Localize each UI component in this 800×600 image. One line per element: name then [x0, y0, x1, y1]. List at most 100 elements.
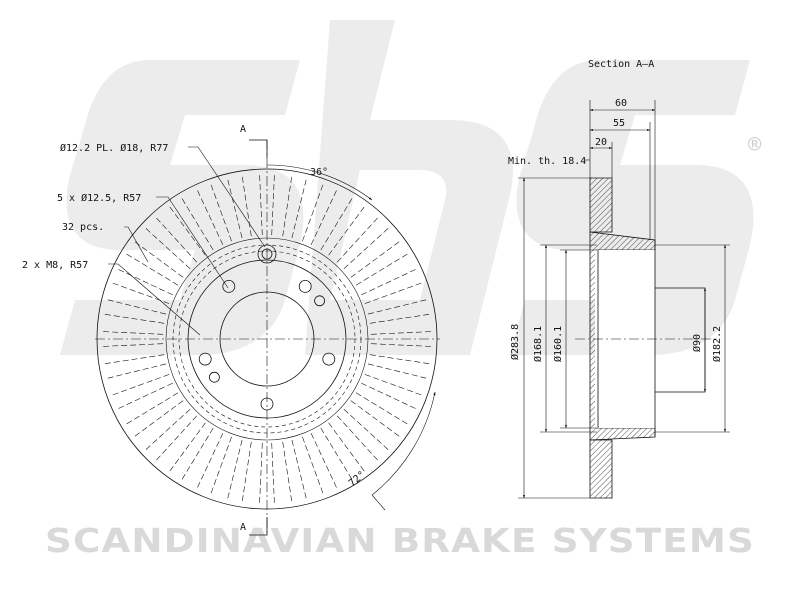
vane-line	[369, 354, 430, 364]
vane-line	[227, 439, 243, 499]
vane-line	[282, 441, 292, 502]
dim-55: 55	[613, 118, 625, 129]
registered-mark: ®	[748, 133, 762, 158]
dim-182: Ø182.2	[711, 326, 723, 362]
vane-line	[291, 179, 307, 239]
min-thickness: Min. th. 18.4	[508, 156, 586, 167]
vane-line	[367, 299, 427, 315]
callout-leader-1	[188, 146, 266, 248]
dim-90: Ø90	[691, 334, 703, 352]
vane-line	[134, 241, 184, 278]
vane-line	[118, 382, 173, 409]
vane-line	[282, 176, 292, 237]
section-marker-bottom: A	[240, 522, 246, 533]
section-marker-bottom-line	[249, 517, 268, 536]
dim-160: Ø160.1	[552, 326, 564, 362]
upper-rotor-ring	[589, 177, 613, 233]
vane-line	[156, 415, 198, 461]
bolt-hole	[222, 279, 236, 293]
vane-line	[364, 374, 422, 396]
section-marker-top: A	[240, 124, 246, 135]
vane-line	[328, 206, 365, 256]
vane-line	[320, 427, 353, 480]
vane-line	[343, 228, 389, 270]
vane-line	[355, 253, 408, 286]
vane-line	[134, 400, 184, 437]
vane-line	[145, 408, 191, 450]
bolt-hole	[198, 352, 212, 366]
vane-line	[197, 190, 224, 245]
vane-line	[259, 175, 263, 236]
vane-line	[169, 422, 206, 472]
vane-line	[169, 206, 206, 256]
letter-b-icon	[305, 20, 513, 355]
vane-line	[145, 228, 191, 270]
vane-line	[126, 392, 179, 425]
vane-line	[210, 184, 232, 242]
vane-line	[302, 436, 324, 494]
callout-bolt-holes: 5 x Ø12.5, R57	[57, 192, 141, 204]
vane-line	[118, 269, 173, 296]
section-view: Section A–A 60 55 20 Min. th. 18.4 Ø283.…	[508, 59, 730, 499]
vane-line	[361, 382, 416, 409]
dim-20: 20	[595, 137, 607, 148]
vane-line	[103, 343, 164, 347]
callout-threaded-holes: 2 x M8, R57	[22, 260, 88, 271]
vane-line	[181, 427, 214, 480]
vane-line	[355, 392, 408, 425]
vane-line	[104, 314, 165, 324]
vane-line	[336, 415, 378, 461]
vane-line	[156, 217, 198, 263]
vane-line	[328, 422, 365, 472]
vane-line	[103, 331, 164, 335]
angle-label-72: 72°	[347, 469, 368, 489]
vane-line	[361, 269, 416, 296]
angle-label-36: 36°	[310, 167, 328, 178]
vane-line	[367, 363, 427, 379]
vane-line	[350, 400, 400, 437]
bolt-hole	[322, 352, 336, 366]
vane-line	[197, 433, 224, 488]
dim-168: Ø168.1	[532, 326, 544, 362]
vane-line	[107, 299, 167, 315]
vane-line	[343, 408, 389, 450]
vane-line	[242, 176, 252, 237]
vane-line	[291, 439, 307, 499]
callout-leader-2	[156, 196, 229, 289]
callout-pilot-hole: Ø12.2 PL. Ø18, R77	[60, 142, 168, 154]
letter-s-left-icon	[60, 60, 304, 355]
letter-s-right-icon	[510, 60, 754, 355]
angle-arc-72	[371, 391, 436, 496]
vane-line	[302, 184, 324, 242]
vane-line	[271, 442, 275, 503]
vane-line	[107, 363, 167, 379]
cooling-vanes	[103, 175, 431, 503]
dim-283: Ø283.8	[509, 324, 521, 360]
vane-line	[104, 354, 165, 364]
front-view: A A 36° 72° Ø12.2 PL. Ø18, R77 5 x Ø12.5…	[22, 124, 440, 536]
callout-leader-3	[124, 226, 149, 263]
sbs-logo-watermark: ® SCANDINAVIAN BRAKE SYSTEMS	[45, 20, 762, 560]
section-marker-top-line	[249, 139, 268, 158]
section-title: Section A–A	[588, 59, 654, 70]
vane-line	[369, 314, 430, 324]
angle-leader-72	[371, 494, 386, 511]
vane-line	[126, 253, 179, 286]
dim-60: 60	[615, 98, 627, 109]
company-name: SCANDINAVIAN BRAKE SYSTEMS	[45, 521, 755, 560]
vane-line	[320, 198, 353, 251]
vane-line	[350, 241, 400, 278]
vane-line	[336, 217, 378, 263]
bolt-hole	[298, 279, 312, 293]
vane-line	[364, 282, 422, 304]
callout-vane-count: 32 pcs.	[62, 222, 104, 233]
vane-line	[112, 374, 170, 396]
threaded-hole	[208, 371, 220, 383]
vane-line	[310, 190, 337, 245]
vane-line	[242, 441, 252, 502]
vane-line	[210, 436, 232, 494]
vane-line	[259, 442, 263, 503]
vane-line	[370, 343, 431, 347]
vane-line	[227, 179, 243, 239]
